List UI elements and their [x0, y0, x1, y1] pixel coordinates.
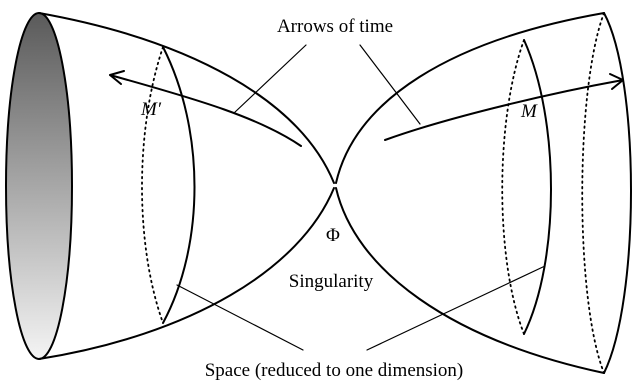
m-label: M — [520, 101, 538, 122]
left-cone-opening — [5, 12, 73, 360]
right-cone-upper-edge — [335, 12, 605, 184]
left-slice-m-prime-front — [162, 46, 196, 324]
arrows-of-time-label: Arrows of time — [277, 16, 393, 37]
leader-space-left — [176, 284, 304, 351]
phi-label: Φ — [326, 225, 340, 246]
singularity-label: Singularity — [289, 271, 374, 292]
right-slice-m-back — [501, 39, 525, 335]
m-prime-label: M′ — [140, 99, 162, 120]
space-label: Space (reduced to one dimension) — [205, 360, 464, 381]
right-arrowhead — [609, 73, 624, 90]
leader-space-right — [366, 265, 546, 351]
left-slice-m-prime-back — [141, 46, 164, 324]
right-cone-lower-edge — [335, 187, 605, 374]
right-slice-m-front — [523, 39, 552, 335]
right-cone-opening-front — [603, 12, 632, 374]
leader-arrows-left — [233, 44, 307, 114]
left-arrowhead — [109, 70, 125, 85]
left-cone — [5, 12, 335, 360]
leader-arrows-right — [359, 44, 421, 125]
right-cone-opening-back — [581, 12, 605, 374]
left-cone-upper-edge — [38, 12, 335, 184]
right-cone — [335, 12, 632, 374]
left-arrow-of-time — [109, 74, 302, 147]
right-arrow-of-time — [384, 79, 624, 141]
left-cone-lower-edge — [38, 187, 335, 360]
